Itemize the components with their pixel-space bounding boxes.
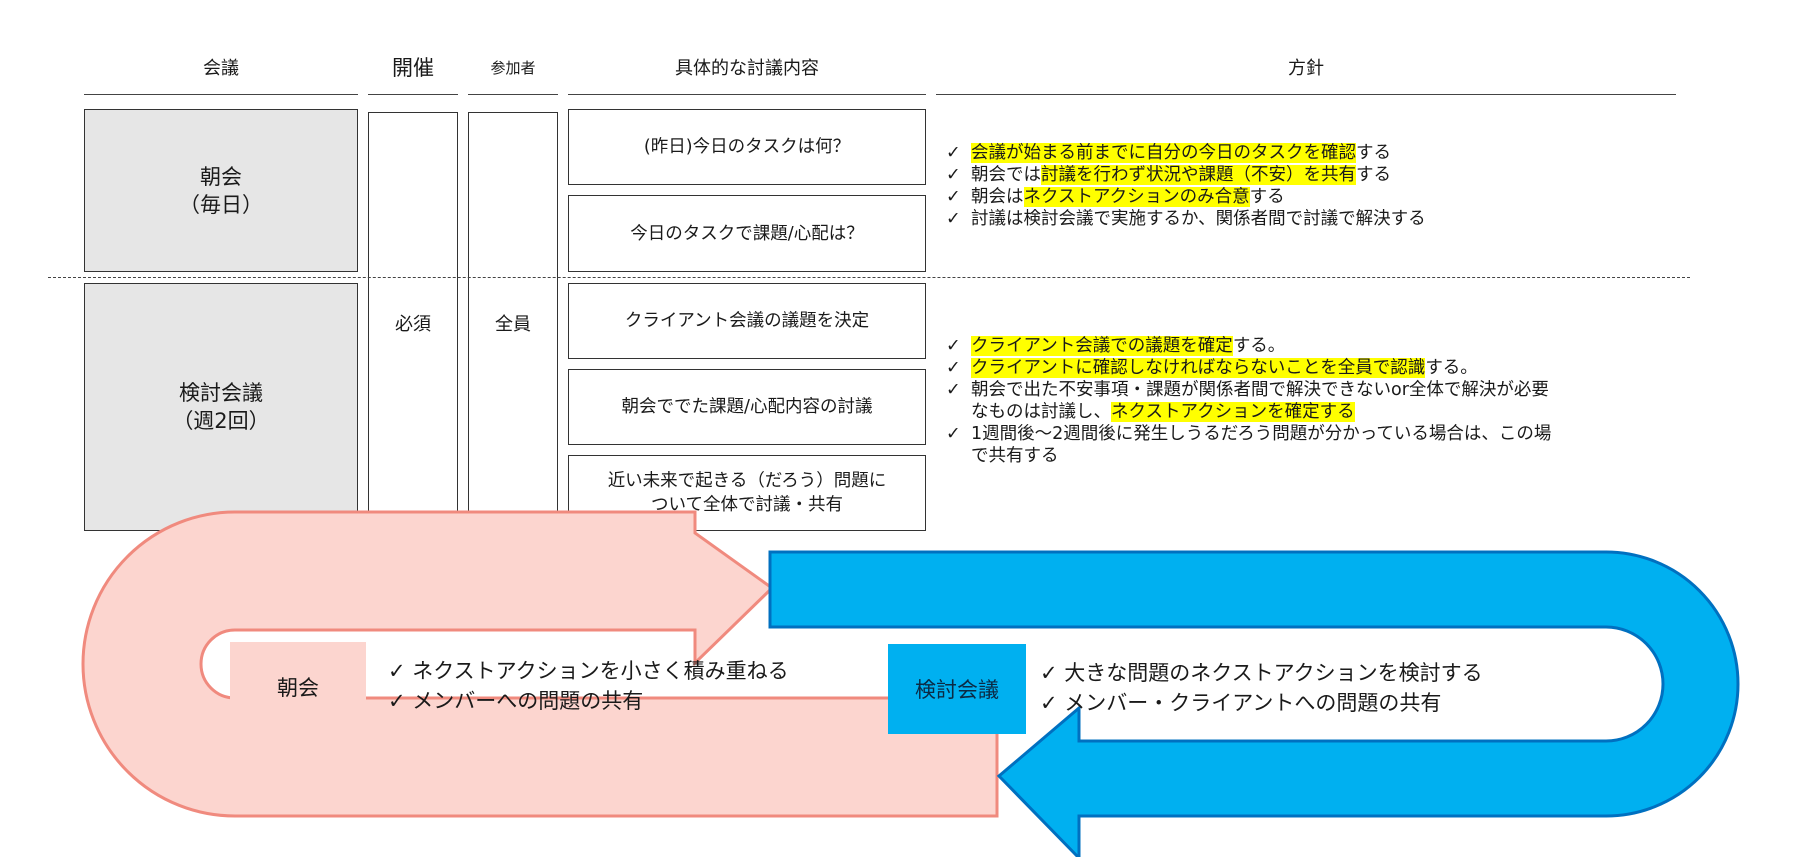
content-item: 朝会ででた課題/心配内容の討議 — [568, 369, 926, 445]
morning-summary: ✓ ネクストアクションを小さく積み重ねる ✓ メンバーへの問題の共有 — [388, 659, 789, 713]
highlighted-text: 会議が始まる前までに自分の今日のタスクを確認 — [971, 143, 1356, 163]
policy-text: 討議は検討会議で実施するか、関係者間で討議で解決する — [971, 208, 1426, 230]
review-label: 検討会議 — [888, 644, 1026, 734]
header-policy: 方針 — [1288, 58, 1324, 79]
header-attendees: 参加者 — [490, 58, 536, 77]
policy-line: ✓ 会議が始まる前までに自分の今日のタスクを確認する — [946, 142, 1666, 164]
policy-text-segment: 朝会は — [971, 187, 1024, 207]
policy-line: ✓ 朝会はネクストアクションのみ合意する — [946, 186, 1666, 208]
check-icon: ✓ — [946, 165, 961, 185]
policy-line: ✓ 討議は検討会議で実施するか、関係者間で討議で解決する — [946, 208, 1666, 230]
morning-label: 朝会 — [230, 642, 366, 732]
frequency-value: 必須 — [395, 314, 431, 335]
policy-line: ✓ クライアントに確認しなければならないことを全員で認識する。 — [946, 357, 1666, 379]
policy-line: ✓ 1週間後～2週間後に発生しうるだろう問題が分かっている場合は、この場 — [946, 423, 1666, 445]
policy-text: 1週間後～2週間後に発生しうるだろう問題が分かっている場合は、この場 — [971, 423, 1551, 445]
policy-text-segment: する。 — [1232, 336, 1286, 356]
policy-text: クライアント会議での議題を確定する。 — [971, 335, 1285, 357]
meeting-morning: 朝会 （毎日） — [84, 109, 358, 272]
check-icon: ✓ — [946, 424, 961, 444]
content-item: クライアント会議の議題を決定 — [568, 283, 926, 359]
content-item: 今日のタスクで課題/心配は？ — [568, 195, 926, 272]
policy-text-segment: で共有する — [971, 446, 1059, 466]
header-underline — [368, 94, 458, 95]
meeting-review: 検討会議 （週2回） — [84, 283, 358, 531]
header-underline — [568, 94, 926, 95]
row-separator — [48, 277, 1690, 278]
policy-text: なものは討議し、ネクストアクションを確定する — [971, 401, 1355, 423]
highlighted-text: ネクストアクションを確定する — [1111, 402, 1355, 422]
policy-text: 朝会はネクストアクションのみ合意する — [971, 186, 1285, 208]
policy-text: 会議が始まる前までに自分の今日のタスクを確認する — [971, 142, 1391, 164]
header-meeting: 会議 — [203, 58, 239, 79]
policy-text-segment: 討議は検討会議で実施するか、関係者間で討議で解決する — [971, 209, 1426, 229]
policy-line: ✓ 朝会で出た不安事項・課題が関係者間で解決できないor全体で解決が必要 — [946, 379, 1666, 401]
check-icon: ✓ — [946, 209, 961, 229]
policy-list-review: ✓クライアント会議での議題を確定する。✓クライアントに確認しなければならないこと… — [946, 335, 1666, 467]
highlighted-text: ネクストアクションのみ合意 — [1023, 187, 1250, 207]
policy-text-segment: 朝会では — [971, 165, 1041, 185]
policy-text: 朝会では討議を行わず状況や課題（不安）を共有する — [971, 164, 1391, 186]
policy-text-segment: する — [1249, 187, 1285, 207]
policy-line: ✓ クライアント会議での議題を確定する。 — [946, 335, 1666, 357]
policy-text-segment: する。 — [1425, 358, 1478, 378]
policy-text-segment: する — [1356, 165, 1391, 185]
check-icon: ✓ — [946, 143, 961, 163]
highlighted-text: クライアント会議での議題を確定 — [971, 336, 1233, 356]
policy-text: で共有する — [971, 445, 1059, 467]
review-cycle-arrow — [768, 550, 1740, 857]
policy-text: クライアントに確認しなければならないことを全員で認識する。 — [971, 357, 1478, 379]
header-underline — [936, 94, 1676, 95]
header-underline — [468, 94, 558, 95]
header-content: 具体的な討議内容 — [675, 58, 819, 79]
check-icon: ✓ — [946, 187, 961, 207]
check-icon: ✓ — [946, 380, 961, 400]
highlighted-text: クライアントに確認しなければならないことを全員で認識 — [971, 358, 1426, 378]
policy-line: ✓ 朝会では討議を行わず状況や課題（不安）を共有する — [946, 164, 1666, 186]
content-item: (昨日)今日のタスクは何？ — [568, 109, 926, 185]
check-icon: ✓ — [946, 358, 961, 378]
policy-line: なものは討議し、ネクストアクションを確定する — [946, 401, 1666, 423]
policy-text: 朝会で出た不安事項・課題が関係者間で解決できないor全体で解決が必要 — [971, 379, 1549, 401]
review-summary: ✓ 大きな問題のネクストアクションを検討する ✓ メンバー・クライアントへの問題… — [1040, 661, 1483, 715]
header-frequency: 開催 — [392, 56, 434, 80]
policy-line: で共有する — [946, 445, 1666, 467]
check-icon: ✓ — [946, 336, 961, 356]
policy-text-segment: 1週間後～2週間後に発生しうるだろう問題が分かっている場合は、この場 — [971, 424, 1552, 444]
header-underline — [84, 94, 358, 95]
policy-list-morning: ✓会議が始まる前までに自分の今日のタスクを確認する✓朝会では討議を行わず状況や課… — [946, 142, 1666, 230]
policy-text-segment: する — [1356, 143, 1391, 163]
policy-text-segment: 朝会で出た不安事項・課題が関係者間で解決できないor全体で解決が必要 — [971, 380, 1549, 400]
attendees-value: 全員 — [495, 314, 531, 335]
policy-text-segment: なものは討議し、 — [971, 402, 1111, 422]
highlighted-text: 討議を行わず状況や課題（不安）を共有 — [1041, 165, 1356, 185]
